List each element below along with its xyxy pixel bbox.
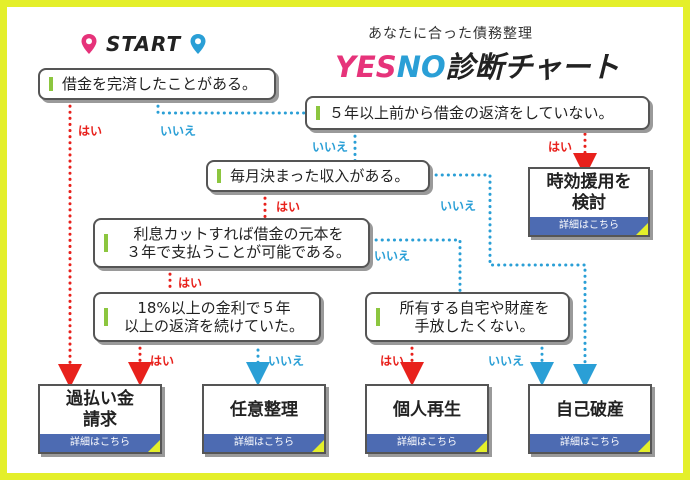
- question-4-line2: ３年で支払うことが可能である。: [126, 243, 351, 261]
- title-no: NO: [396, 50, 446, 84]
- question-marker: [376, 308, 380, 326]
- result-title-line1: 時効援用を: [546, 172, 632, 192]
- label-no: いいえ: [488, 354, 525, 368]
- chart-title: YESNO診断チャート: [335, 44, 619, 86]
- label-yes: はい: [548, 140, 573, 154]
- result-title: 自己破産: [556, 399, 624, 420]
- label-no: いいえ: [374, 249, 411, 263]
- label-yes: はい: [150, 354, 175, 368]
- title-main: 診断チャート: [445, 50, 620, 84]
- label-no: いいえ: [268, 354, 305, 368]
- question-3-text: 毎月決まった収入がある。: [230, 167, 410, 185]
- question-marker: [316, 106, 320, 120]
- location-pin-icon: [81, 34, 97, 54]
- label-no: いいえ: [440, 199, 477, 213]
- question-1-text: 借金を完済したことがある。: [62, 75, 258, 93]
- question-6: 所有する自宅や財産を 手放したくない。: [365, 292, 570, 342]
- result-voluntary-arrangement[interactable]: 任意整理 詳細はこちら: [202, 384, 326, 454]
- result-title: 任意整理: [230, 399, 298, 420]
- result-title: 個人再生: [393, 399, 461, 420]
- question-3: 毎月決まった収入がある。: [206, 160, 430, 192]
- result-title: 過払い金請求: [40, 386, 160, 434]
- question-marker: [217, 169, 221, 183]
- details-link[interactable]: 詳細はこちら: [367, 434, 487, 452]
- question-marker: [49, 77, 53, 91]
- line-q1-no: [156, 98, 307, 115]
- start-label: START: [106, 32, 182, 56]
- label-no: いいえ: [160, 124, 197, 138]
- line-q4-no: [368, 238, 462, 294]
- label-yes: はい: [178, 276, 203, 290]
- label-yes: はい: [380, 354, 405, 368]
- question-marker: [104, 308, 108, 326]
- details-link[interactable]: 詳細はこちら: [530, 434, 650, 452]
- question-6-line2: 手放したくない。: [414, 317, 535, 335]
- result-individual-rehabilitation[interactable]: 個人再生 詳細はこちら: [365, 384, 489, 454]
- result-title-line2: 請求: [83, 410, 117, 430]
- result-overpayment-claim[interactable]: 過払い金請求 詳細はこちら: [38, 384, 162, 454]
- question-5: 18%以上の金利で５年 以上の返済を続けていた。: [93, 292, 321, 342]
- result-title-line2: 検討: [572, 193, 606, 213]
- question-5-line2: 以上の返済を続けていた。: [123, 317, 304, 335]
- question-6-line1: 所有する自宅や財産を: [399, 299, 550, 317]
- question-4: 利息カットすれば借金の元本を ３年で支払うことが可能である。: [93, 218, 370, 268]
- title-yes: YES: [335, 50, 397, 84]
- question-1: 借金を完済したことがある。: [38, 68, 276, 100]
- question-5-line1: 18%以上の金利で５年: [137, 299, 291, 317]
- result-statute-of-limitations[interactable]: 時効援用を検討 詳細はこちら: [528, 167, 650, 237]
- line-q3-no: [428, 173, 597, 388]
- details-link[interactable]: 詳細はこちら: [530, 217, 648, 235]
- details-link[interactable]: 詳細はこちら: [204, 434, 324, 452]
- result-title: 時効援用を検討: [530, 169, 648, 217]
- question-marker: [104, 234, 108, 252]
- start-marker: START: [80, 32, 207, 56]
- location-pin-icon: [190, 34, 206, 54]
- label-yes: はい: [78, 124, 103, 138]
- result-title-line1: 過払い金: [66, 389, 134, 409]
- details-link[interactable]: 詳細はこちら: [40, 434, 160, 452]
- result-bankruptcy[interactable]: 自己破産 詳細はこちら: [528, 384, 652, 454]
- question-4-line1: 利息カットすれば借金の元本を: [133, 225, 344, 243]
- label-no: いいえ: [312, 140, 349, 154]
- label-yes: はい: [276, 200, 301, 214]
- question-2: ５年以上前から借金の返済をしていない。: [305, 96, 650, 130]
- chart-subtitle: あなたに合った債務整理: [368, 26, 533, 42]
- question-2-text: ５年以上前から借金の返済をしていない。: [329, 104, 614, 122]
